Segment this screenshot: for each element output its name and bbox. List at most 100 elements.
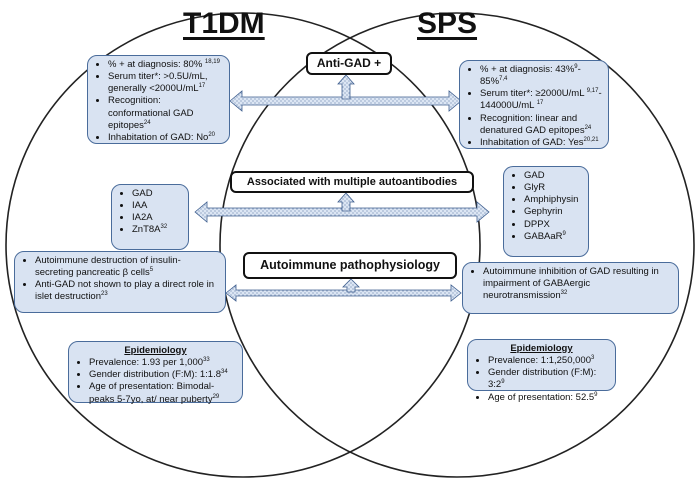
bullet-text-continued: - 85% bbox=[480, 64, 581, 88]
bullet-text: IA2A bbox=[132, 212, 153, 224]
bullet-item: IA2A bbox=[132, 212, 182, 224]
t1dm-pathophysiology-list: Autoimmune destruction of insulin-secret… bbox=[21, 255, 219, 304]
t1dm-autoantibodies-box: GADIAAIA2AZnT8A32 bbox=[111, 184, 189, 250]
sps-anti-gad-list: % + at diagnosis: 43%9- 85%7,4Serum tite… bbox=[466, 64, 602, 149]
bullet-item: Autoimmune inhibition of GAD resulting i… bbox=[483, 266, 672, 302]
bullet-item: DPPX bbox=[524, 219, 582, 231]
reference-superscript: 3 bbox=[591, 355, 595, 361]
bullet-item: Serum titer*: ≥2000U/mL 9,17-144000U/mL … bbox=[480, 88, 602, 112]
bullet-text: Amphiphysin bbox=[524, 194, 579, 206]
bullet-item: Inhabitation of GAD: Yes20,21 bbox=[480, 137, 602, 149]
reference-superscript: 17 bbox=[198, 83, 206, 90]
bullet-text: % + at diagnosis: 80% bbox=[108, 59, 205, 70]
sps-epidemiology-box: Epidemiology Prevalence: 1:1,250,0003Gen… bbox=[467, 339, 616, 403]
reference-superscript: 33 bbox=[203, 357, 210, 363]
autoantibodies-vertical-arrow bbox=[337, 192, 355, 212]
bullet-text-continued: -144000U/mL bbox=[480, 88, 602, 112]
bullet-item: Gender distribution (F:M): 3:29 bbox=[488, 367, 609, 391]
bullet-text: Recognition: linear and denatured GAD ep… bbox=[480, 112, 585, 136]
bullet-item: Anti-GAD not shown to play a direct role… bbox=[35, 279, 219, 303]
bullet-item: Serum titer*: >0.5U/mL, generally <2000U… bbox=[108, 71, 223, 95]
autoantibodies-label: Associated with multiple autoantibodies bbox=[230, 171, 474, 193]
bullet-text: ZnT8A bbox=[132, 224, 161, 236]
bullet-item: Recognition: conformational GAD epitopes… bbox=[108, 95, 223, 131]
bullet-text: Anti-GAD not shown to play a direct role… bbox=[35, 279, 215, 303]
bullet-item: GAD bbox=[524, 170, 582, 182]
t1dm-epidemiology-title: Epidemiology bbox=[124, 345, 187, 356]
bullet-text: GABAaR bbox=[524, 230, 563, 242]
sps-title: SPS bbox=[417, 7, 478, 40]
t1dm-epidemiology-box: Epidemiology Prevalence: 1.93 per 1,0003… bbox=[68, 341, 243, 406]
reference-superscript: 32 bbox=[160, 224, 168, 231]
autoantibodies-horizontal-arrow bbox=[194, 201, 490, 223]
reference-superscript: 24 bbox=[143, 119, 151, 126]
pathophysiology-vertical-arrow bbox=[342, 278, 360, 293]
bullet-item: Age of presentation: Bimodal-peaks 5-7yo… bbox=[89, 381, 236, 405]
reference-superscript: 23 bbox=[101, 291, 108, 298]
bullet-item: Prevalence: 1:1,250,0003 bbox=[488, 355, 609, 367]
sps-circle bbox=[219, 12, 695, 478]
bullet-item: Gender distribution (F:M): 1:1.834 bbox=[89, 369, 236, 381]
bullet-text: DPPX bbox=[524, 218, 550, 230]
sps-autoantibodies-list: GADGlyRAmphiphysinGephyrinDPPXGABAaR9 bbox=[510, 170, 582, 243]
bullet-text: Age of presentation: 52.5 bbox=[488, 391, 595, 403]
reference-superscript: 20,21 bbox=[583, 136, 599, 143]
t1dm-autoantibodies-list: GADIAAIA2AZnT8A32 bbox=[118, 188, 182, 237]
bullet-text: GAD bbox=[524, 170, 545, 181]
reference-superscript: 17 bbox=[536, 100, 544, 107]
bullet-text: Gephyrin bbox=[524, 206, 563, 218]
reference-superscript: 5 bbox=[149, 267, 154, 273]
pathophysiology-label: Autoimmune pathophysiology bbox=[243, 252, 457, 279]
bullet-text: GAD bbox=[132, 188, 153, 199]
reference-superscript: 9 bbox=[501, 379, 505, 386]
bullet-text: Prevalence: 1.93 per 1,000 bbox=[89, 357, 204, 369]
bullet-item: Inhabitation of GAD: No20 bbox=[108, 132, 223, 144]
reference-superscript: 9 bbox=[594, 391, 598, 398]
anti-gad-label: Anti-GAD + bbox=[306, 52, 392, 75]
t1dm-anti-gad-list: % + at diagnosis: 80% 18,19Serum titer*:… bbox=[94, 59, 223, 144]
t1dm-epidemiology-list: Prevalence: 1.93 per 1,00033Gender distr… bbox=[75, 357, 236, 406]
reference-superscript: 9 bbox=[574, 63, 578, 70]
bullet-item: IAA bbox=[132, 200, 182, 212]
bullet-text: Gender distribution (F:M): 1:1.8 bbox=[89, 369, 221, 381]
reference-superscript: 9 bbox=[562, 230, 566, 237]
reference-superscript: 24 bbox=[584, 124, 592, 131]
sps-pathophysiology-list: Autoimmune inhibition of GAD resulting i… bbox=[469, 266, 672, 302]
bullet-text: Autoimmune inhibition of GAD resulting i… bbox=[483, 266, 659, 302]
bullet-item: Prevalence: 1.93 per 1,00033 bbox=[89, 357, 236, 369]
bullet-item: % + at diagnosis: 43%9- 85%7,4 bbox=[480, 64, 602, 88]
sps-epidemiology-list: Prevalence: 1:1,250,0003Gender distribut… bbox=[474, 355, 609, 404]
reference-superscript: 7,4 bbox=[499, 76, 508, 82]
reference-superscript: 32 bbox=[560, 290, 568, 297]
bullet-text: Autoimmune destruction of insulin-secret… bbox=[35, 255, 181, 279]
bullet-text: Age of presentation: Bimodal-peaks 5-7yo… bbox=[89, 381, 215, 405]
bullet-text: Gender distribution (F:M): 3:2 bbox=[488, 367, 597, 391]
bullet-item: % + at diagnosis: 80% 18,19 bbox=[108, 59, 223, 71]
sps-anti-gad-box: % + at diagnosis: 43%9- 85%7,4Serum tite… bbox=[459, 60, 609, 149]
bullet-item: GABAaR9 bbox=[524, 231, 582, 243]
bullet-item: GlyR bbox=[524, 182, 582, 194]
anti-gad-vertical-arrow bbox=[337, 74, 355, 100]
t1dm-pathophysiology-box: Autoimmune destruction of insulin-secret… bbox=[14, 251, 226, 313]
bullet-item: Recognition: linear and denatured GAD ep… bbox=[480, 113, 602, 137]
bullet-item: Gephyrin bbox=[524, 206, 582, 218]
sps-autoantibodies-box: GADGlyRAmphiphysinGephyrinDPPXGABAaR9 bbox=[503, 166, 589, 257]
bullet-text: Serum titer*: >0.5U/mL, generally <2000U… bbox=[108, 71, 208, 95]
sps-epidemiology-title: Epidemiology bbox=[510, 343, 573, 354]
t1dm-title: T1DM bbox=[183, 7, 265, 40]
sps-pathophysiology-box: Autoimmune inhibition of GAD resulting i… bbox=[462, 262, 679, 314]
bullet-item: Amphiphysin bbox=[524, 194, 582, 206]
t1dm-anti-gad-box: % + at diagnosis: 80% 18,19Serum titer*:… bbox=[87, 55, 230, 144]
bullet-text: Inhabitation of GAD: No bbox=[108, 131, 209, 143]
reference-superscript: 20 bbox=[208, 131, 216, 138]
bullet-text: Recognition: conformational GAD epitopes bbox=[108, 95, 194, 131]
reference-superscript: 29 bbox=[212, 393, 220, 400]
pathophysiology-horizontal-arrow bbox=[225, 284, 462, 302]
t1dm-circle bbox=[5, 12, 481, 478]
bullet-item: ZnT8A32 bbox=[132, 224, 182, 236]
bullet-item: Age of presentation: 52.59 bbox=[488, 391, 609, 404]
bullet-item: GAD bbox=[132, 188, 182, 200]
bullet-item: Autoimmune destruction of insulin-secret… bbox=[35, 255, 219, 279]
bullet-text: Prevalence: 1:1,250,000 bbox=[488, 355, 591, 367]
